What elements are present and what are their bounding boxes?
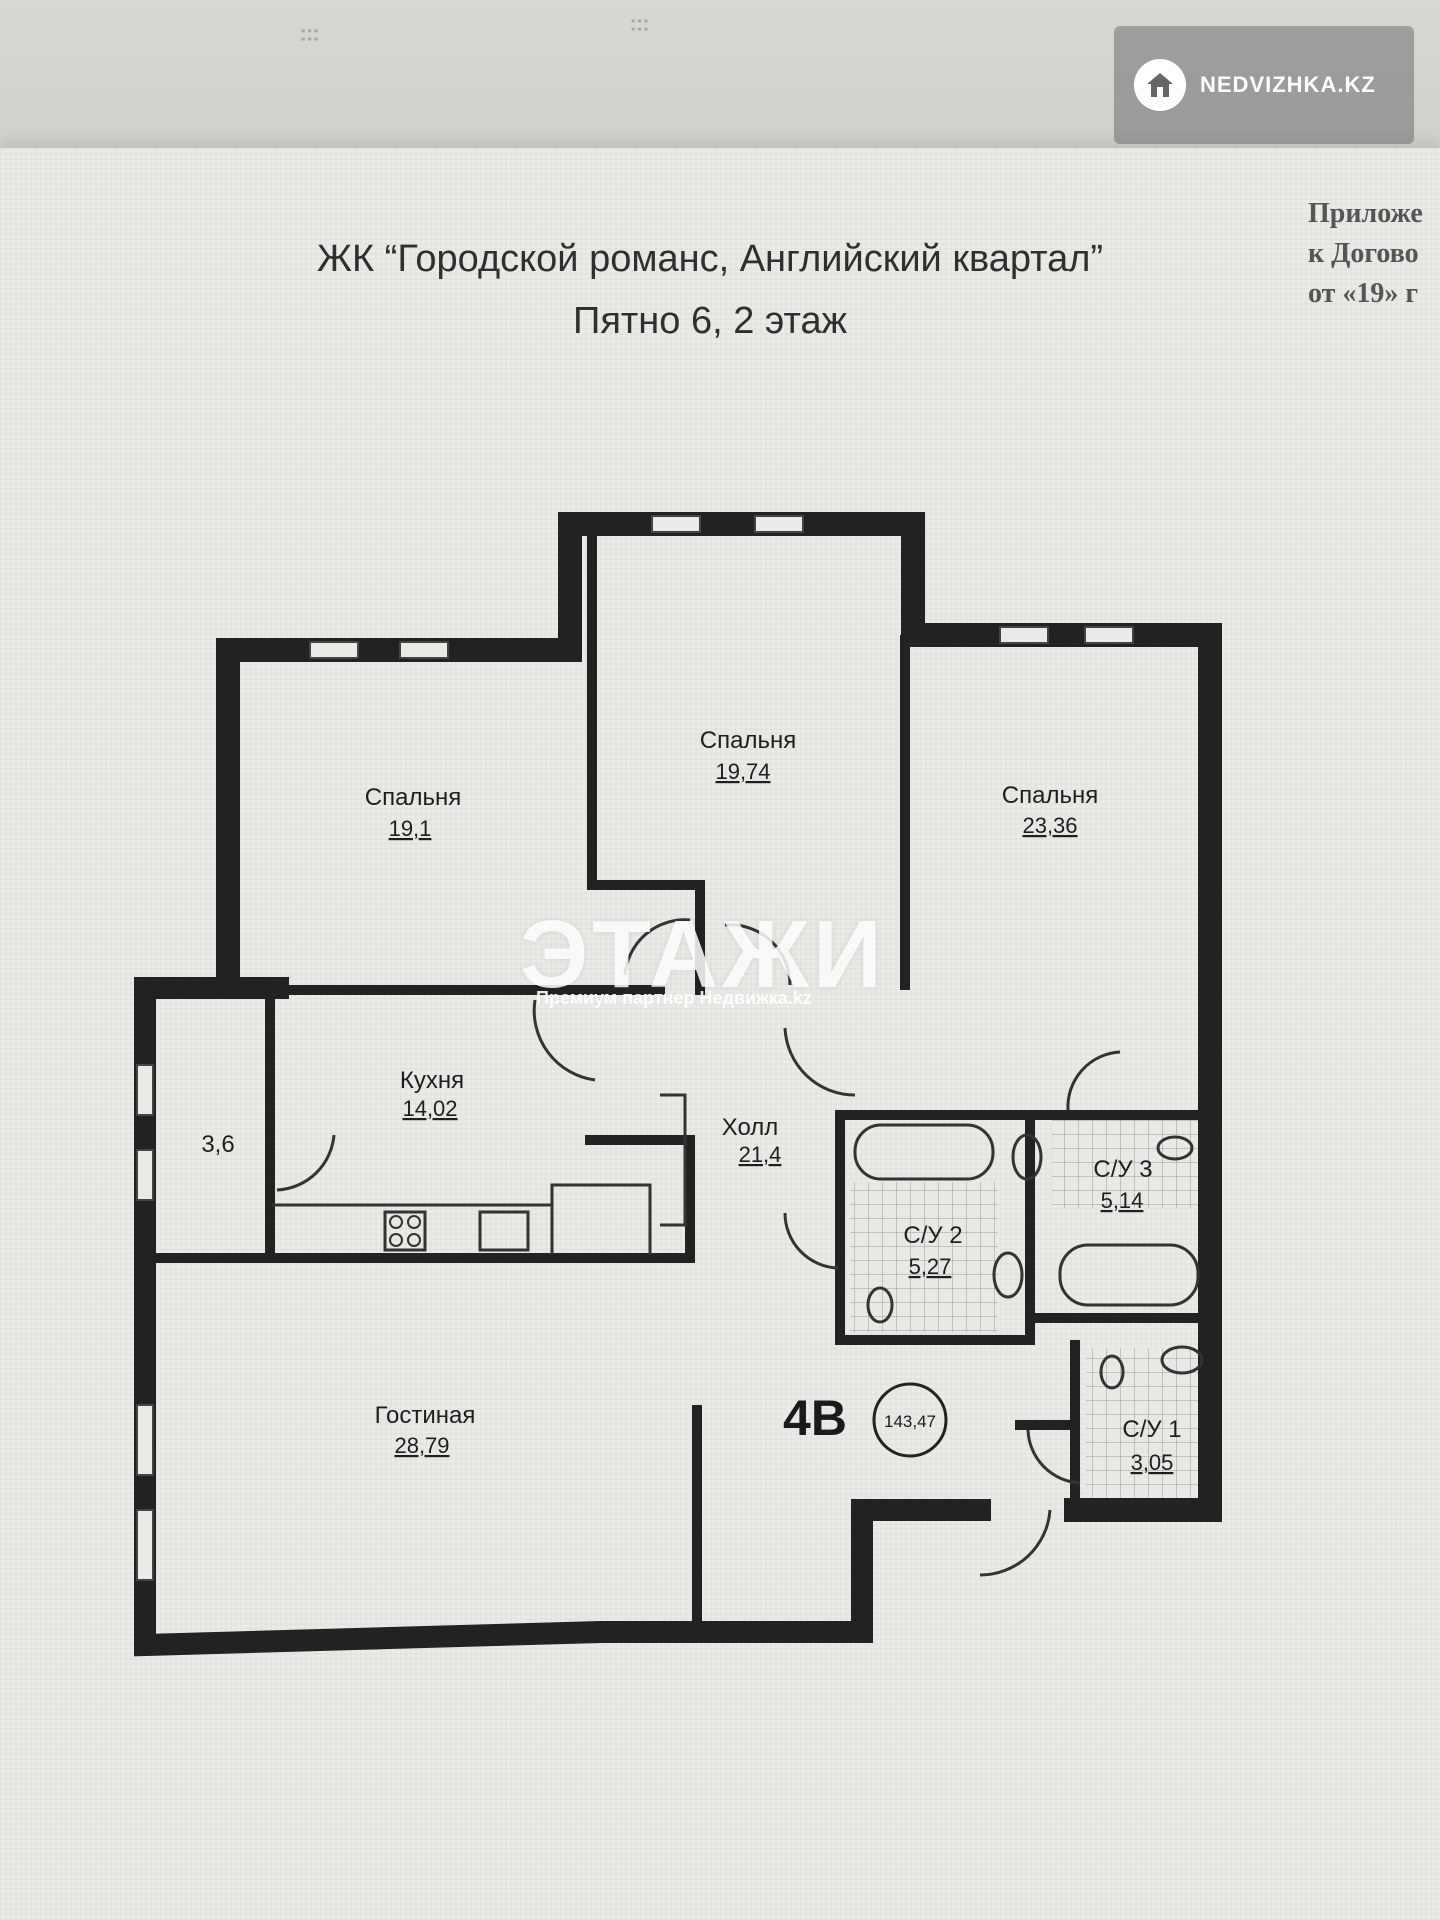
room-area-bedroom-1: 19,1 — [389, 816, 432, 841]
bathroom-tiles — [850, 1118, 1216, 1498]
exterior-walls — [134, 512, 1222, 1657]
document-title: ЖК “Городской романс, Английский квартал… — [316, 238, 1104, 280]
sink-icon — [992, 1133, 1204, 1375]
unit-code: 4В — [783, 1390, 847, 1446]
room-name-bedroom-2: Спальня — [700, 727, 796, 754]
room-name-living-room: Гостиная — [375, 1402, 476, 1429]
document-subtitle: Пятно 6, 2 этаж — [573, 300, 847, 342]
kitchen-counter — [272, 1093, 687, 1255]
bathtub-icon — [853, 1123, 1200, 1307]
door-swings — [276, 918, 1121, 1577]
room-name-bedroom-3: Спальня — [1002, 782, 1098, 809]
interior-walls — [155, 535, 1215, 1630]
room-area-bathroom-2: 5,27 — [909, 1254, 952, 1279]
room-area-living-room: 28,79 — [394, 1433, 449, 1458]
badge-brand: NEDVIZHKA.KZ — [1200, 72, 1376, 97]
windows — [136, 515, 1134, 1581]
home-icon — [1134, 59, 1186, 111]
background-paper-strip: ⁝⁝ ⁝⁝ — [0, 0, 1440, 150]
total-area: 143,47 — [884, 1412, 936, 1431]
room-area-storage: 3,6 — [201, 1131, 234, 1158]
appendix-line-1: Приложе — [1308, 198, 1423, 229]
total-area-circle — [872, 1382, 948, 1458]
watermark-logo: ЭТАЖИ — [520, 901, 886, 1008]
room-area-hall: 21,4 — [739, 1142, 782, 1167]
stove-icon — [389, 1215, 421, 1247]
room-name-bedroom-1: Спальня — [365, 784, 461, 811]
room-name-bathroom-2: С/У 2 — [903, 1222, 962, 1249]
room-name-hall: Холл — [722, 1114, 779, 1141]
room-area-bathroom-1: 3,05 — [1131, 1450, 1174, 1475]
room-area-bathroom-3: 5,14 — [1101, 1188, 1144, 1213]
room-name-kitchen: Кухня — [400, 1067, 464, 1094]
appendix-line-3: от «19» г — [1308, 278, 1419, 309]
room-area-kitchen: 14,02 — [402, 1096, 457, 1121]
room-name-bathroom-1: С/У 1 — [1122, 1416, 1181, 1443]
appendix-line-2: к Догово — [1308, 238, 1419, 269]
watermark-subtext: Премиум партнер Недвижка.kz — [536, 988, 812, 1008]
room-area-bedroom-2: 19,74 — [715, 759, 770, 784]
room-area-bedroom-3: 23,36 — [1022, 813, 1077, 838]
room-name-bathroom-3: С/У 3 — [1093, 1156, 1152, 1183]
source-badge[interactable]: NEDVIZHKA.KZ — [1114, 26, 1414, 144]
toilet-icon — [866, 1135, 1194, 1390]
